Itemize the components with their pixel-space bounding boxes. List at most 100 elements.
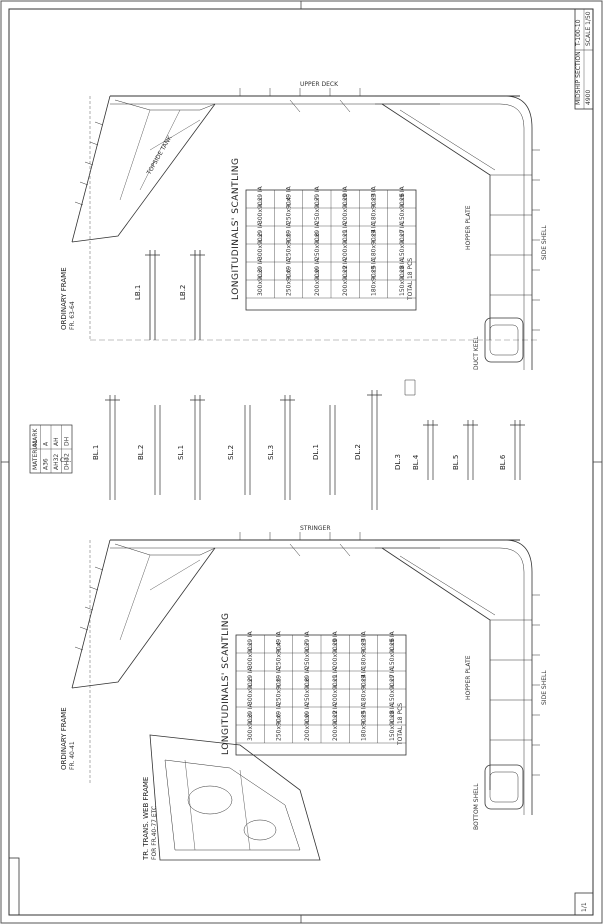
lower-table-cell: 180x90x9 IA (361, 630, 368, 669)
upper-table-cell: 300x90x9 IA (257, 221, 264, 260)
detail-dl3: DL.3 (394, 454, 402, 470)
upper-table-cell: L.16 (399, 193, 406, 206)
detail-bl1: BL.1 (92, 445, 100, 460)
legend-cell: MARK (32, 428, 39, 446)
detail-sl3: SL.3 (267, 445, 275, 460)
legend-cell: A36 (43, 458, 50, 470)
upper-table-foot: TOTAL 18 PCS (407, 258, 414, 301)
upper-table-cell: L.15 (371, 265, 378, 278)
legend-cell: DH32 (64, 453, 71, 470)
upper-details (145, 250, 205, 340)
upper-deck-label: UPPER DECK (300, 81, 339, 88)
upper-table-cell: L.13 (371, 193, 378, 206)
title-line1: MIDSHIP SECTION (575, 51, 582, 105)
title-block: MIDSHIP SECTION 4900 T-100-10 SCALE 1/50 (574, 8, 594, 110)
lower-section (71, 532, 540, 861)
middle-details (105, 379, 525, 510)
upper-table-cell: 180x90x9 IA (371, 221, 378, 260)
lower-table-cell: L.9 (304, 714, 311, 723)
lower-scantling-title: LONGITUDINALS' SCANTLING (221, 612, 231, 755)
upper-topside-slope (71, 95, 216, 243)
upper-table-cell: 300x90x9 IA (257, 185, 264, 224)
upper-table-cell: L.3 (257, 269, 264, 278)
transverse-web-frame (149, 734, 321, 861)
upper-table-cell: 200x90x9 IA (342, 257, 349, 296)
lower-table-cell: L.5 (276, 678, 283, 687)
corner-block-bottom: 1/1 (574, 892, 594, 916)
lower-table-cell: 200x90x9 IA (332, 702, 339, 741)
detail-dl2: DL.2 (354, 444, 362, 460)
detail-sl2: SL.2 (227, 445, 235, 460)
lower-table-cell: 300x90x9 IA (247, 630, 254, 669)
upper-table-cell: 150x90x9 IA (399, 257, 406, 296)
upper-table-cell: L.7 (314, 197, 321, 206)
upper-table-cell: 200x90x9 IA (342, 221, 349, 260)
sheet-scale: SCALE 1/50 (585, 11, 592, 46)
lower-topside-slope (71, 539, 216, 689)
upper-duct-label: DUCT KEEL (473, 336, 480, 370)
upper-table-cell: 250x90x9 IA (314, 221, 321, 260)
lower-table-cell: 150x90x9 IA (389, 666, 396, 705)
upper-table-cell: 180x90x9 IA (371, 185, 378, 224)
lower-table-cell: 200x90x9 IA (304, 702, 311, 741)
detail-bl6: BL.6 (499, 454, 507, 470)
sheet-ref: T-100-10 (575, 19, 582, 47)
lower-table-cell: 300x90x9 IA (247, 666, 254, 705)
detail-bl5: BL.5 (452, 455, 460, 470)
lower-table-cell: L.12 (332, 710, 339, 723)
lower-side-shell (375, 539, 533, 815)
lower-table-cell: L.11 (332, 674, 339, 687)
upper-table-cell: 150x90x9 IA (399, 221, 406, 260)
upper-section (71, 88, 540, 370)
upper-table-cell: 250x90x9 IA (286, 185, 293, 224)
lower-hopper-label: HOPPER PLATE (465, 655, 472, 700)
lower-table-cell: L.10 (332, 638, 339, 651)
lower-table-cell: 250x90x9 IA (304, 666, 311, 705)
lower-table-cell: L.17 (389, 674, 396, 687)
lower-table-cell: L.13 (361, 638, 368, 651)
upper-table-cell: L.6 (286, 269, 293, 278)
legend-cell: A (43, 441, 50, 446)
upper-topside-label: TOPSIDE TANK (145, 134, 174, 177)
upper-table-cell: 150x90x9 IA (399, 185, 406, 224)
upper-table-cell: 250x90x9 IA (314, 185, 321, 224)
upper-table-cell: 250x90x9 IA (286, 221, 293, 260)
lower-hopper-slope (381, 547, 491, 790)
corner-no: 1/1 (581, 902, 588, 912)
lower-table-cell: 250x90x9 IA (276, 702, 283, 741)
upper-table-cell: 300x90x9 IA (257, 257, 264, 296)
upper-table-cell: L.11 (342, 229, 349, 242)
lower-table-cell: 250x90x9 IA (304, 630, 311, 669)
lower-table-cell: L.3 (247, 714, 254, 723)
legend-cell: AH32 (53, 454, 60, 470)
lower-table-cell: L.7 (304, 642, 311, 651)
upper-frame-sub: FR. 63-64 (69, 301, 76, 330)
lower-table-cell: L.6 (276, 714, 283, 723)
lower-table-cell: L.16 (389, 638, 396, 651)
lower-deck-label: STRINGER (300, 525, 331, 532)
detail-bl2: BL.2 (137, 445, 145, 460)
lower-table-cell: 150x90x9 IA (389, 630, 396, 669)
lower-table-cell: 200x90x9 IA (332, 666, 339, 705)
legend-cell: AH (53, 437, 60, 446)
lower-table-cell: 250x90x9 IA (276, 666, 283, 705)
upper-table-cell: L.8 (314, 233, 321, 242)
upper-table-cell: L.4 (286, 197, 293, 206)
lower-bottom-label: BOTTOM SHELL (473, 783, 480, 830)
upper-table-cell: 180x90x9 IA (371, 257, 378, 296)
upper-side-shell (375, 95, 533, 370)
lower-frame-heading: ORDINARY FRAME (60, 707, 68, 770)
transverse-sub: FOR FR.40-77 ETC (151, 806, 158, 860)
upper-table-cell: L.2 (257, 233, 264, 242)
lower-duct-box (484, 764, 524, 810)
legend-cell: DH (64, 437, 71, 446)
left-bottom-tab (8, 857, 20, 916)
lower-table-cell: 150x90x9 IA (389, 702, 396, 741)
lower-table-cell: L.14 (361, 674, 368, 687)
upper-table-cell: L.17 (399, 229, 406, 242)
